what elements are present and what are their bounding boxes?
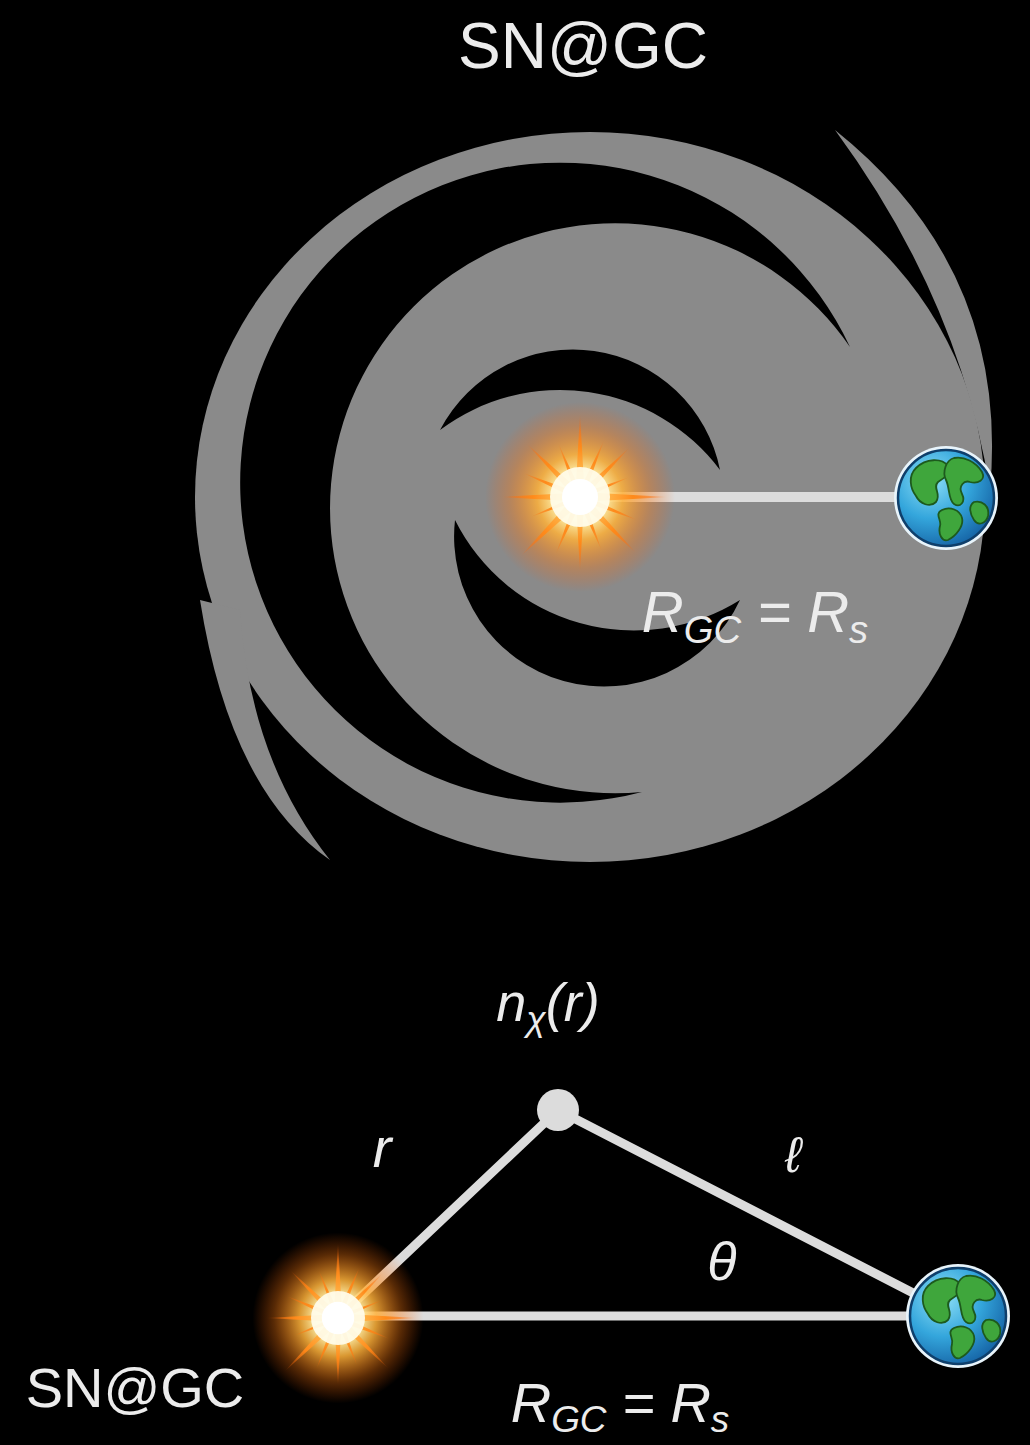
spiral-galaxy: [195, 130, 992, 862]
subscript: s: [849, 608, 868, 651]
subscript: χ: [526, 999, 545, 1039]
subscript: GC: [684, 608, 741, 651]
distance-label: RGC = Rs: [642, 580, 868, 644]
source-label: SN@GC: [26, 1357, 245, 1419]
subscript: s: [711, 1400, 729, 1441]
supernova: [253, 1233, 424, 1404]
subscript: GC: [551, 1400, 606, 1441]
earth: [906, 1264, 1010, 1368]
density-label: nχ(r): [496, 973, 599, 1032]
distance-label: RGC = Rs: [511, 1372, 730, 1434]
geometry-triangle: [338, 1089, 950, 1318]
diagram-title: SN@GC: [458, 11, 708, 81]
angle-label: θ: [707, 1232, 736, 1291]
path-length-label: ℓ: [785, 1128, 801, 1183]
earth: [894, 446, 998, 550]
radius-label: r: [373, 1117, 392, 1179]
supernova: [485, 402, 675, 592]
